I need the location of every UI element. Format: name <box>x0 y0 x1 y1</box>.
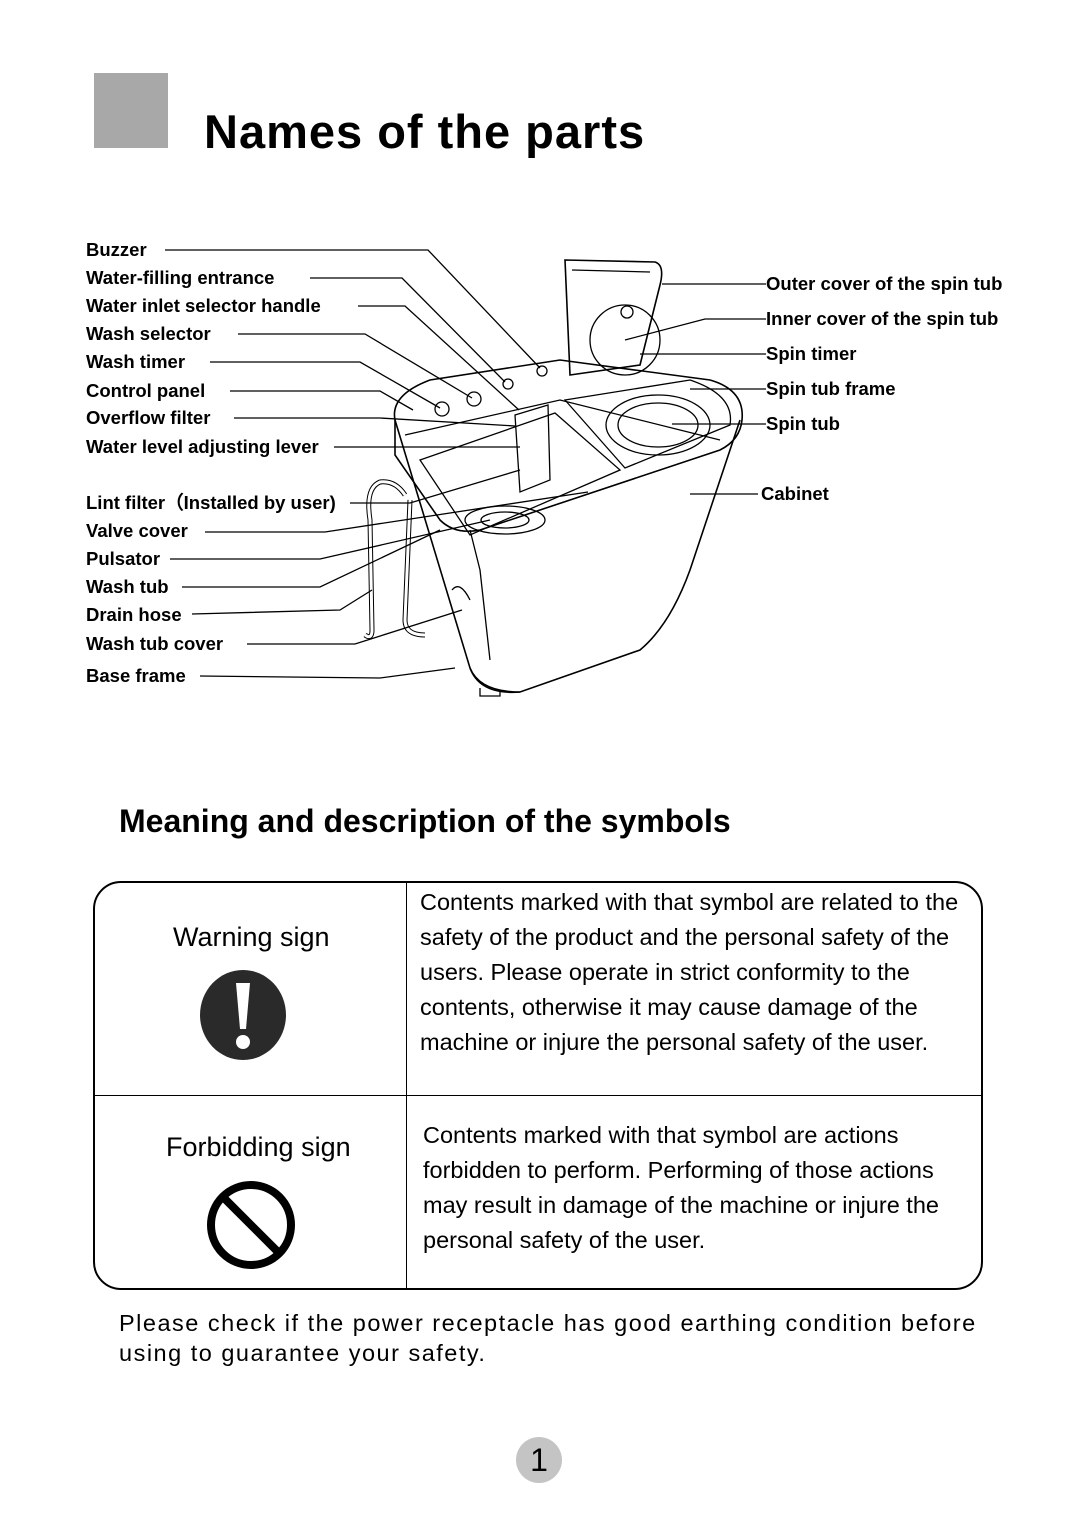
label-spin-tub-frame: Spin tub frame <box>766 378 896 399</box>
label-wash-timer: Wash timer <box>86 351 186 372</box>
parts-diagram: Buzzer Water-filling entrance Water inle… <box>0 230 1080 710</box>
prohibition-circle-icon <box>207 1181 295 1269</box>
label-wash-tub: Wash tub <box>86 576 169 597</box>
label-base-frame: Base frame <box>86 665 186 686</box>
table-row-divider <box>95 1095 981 1096</box>
label-wash-tub-cover: Wash tub cover <box>86 633 224 654</box>
forbidding-sign-label: Forbidding sign <box>166 1132 351 1162</box>
label-drain-hose: Drain hose <box>86 604 182 625</box>
label-inner-cover-spin-tub: Inner cover of the spin tub <box>766 308 999 329</box>
washing-machine-illustration <box>165 249 766 697</box>
label-water-level-adjusting-lever: Water level adjusting lever <box>86 436 319 457</box>
label-valve-cover: Valve cover <box>86 520 188 541</box>
label-control-panel: Control panel <box>86 380 206 401</box>
forbidding-sign-description: Contents marked with that symbol are act… <box>423 1122 939 1253</box>
section-title: Meaning and description of the symbols <box>119 803 731 839</box>
label-lint-filter: Lint filter（Installed by user) <box>86 492 336 513</box>
page-number-badge: 1 <box>516 1437 562 1483</box>
symbol-table: Warning sign Contents marked with that s… <box>93 881 983 1290</box>
label-spin-timer: Spin timer <box>766 343 857 364</box>
label-spin-tub: Spin tub <box>766 413 840 434</box>
exclamation-circle-icon <box>200 970 286 1060</box>
label-water-inlet-selector-handle: Water inlet selector handle <box>86 295 321 316</box>
table-column-divider <box>406 883 407 1288</box>
page-title: Names of the parts <box>204 105 646 158</box>
earthing-safety-note: Please check if the power receptacle has… <box>119 1310 977 1366</box>
label-wash-selector: Wash selector <box>86 323 211 344</box>
label-buzzer: Buzzer <box>86 239 147 260</box>
title-square-decoration <box>94 73 168 148</box>
label-cabinet: Cabinet <box>761 483 829 504</box>
warning-sign-description: Contents marked with that symbol are rel… <box>420 889 959 1055</box>
label-water-filling-entrance: Water-filling entrance <box>86 267 275 288</box>
warning-sign-label: Warning sign <box>173 922 330 952</box>
label-overflow-filter: Overflow filter <box>86 407 211 428</box>
label-pulsator: Pulsator <box>86 548 161 569</box>
label-outer-cover-spin-tub: Outer cover of the spin tub <box>766 273 1003 294</box>
